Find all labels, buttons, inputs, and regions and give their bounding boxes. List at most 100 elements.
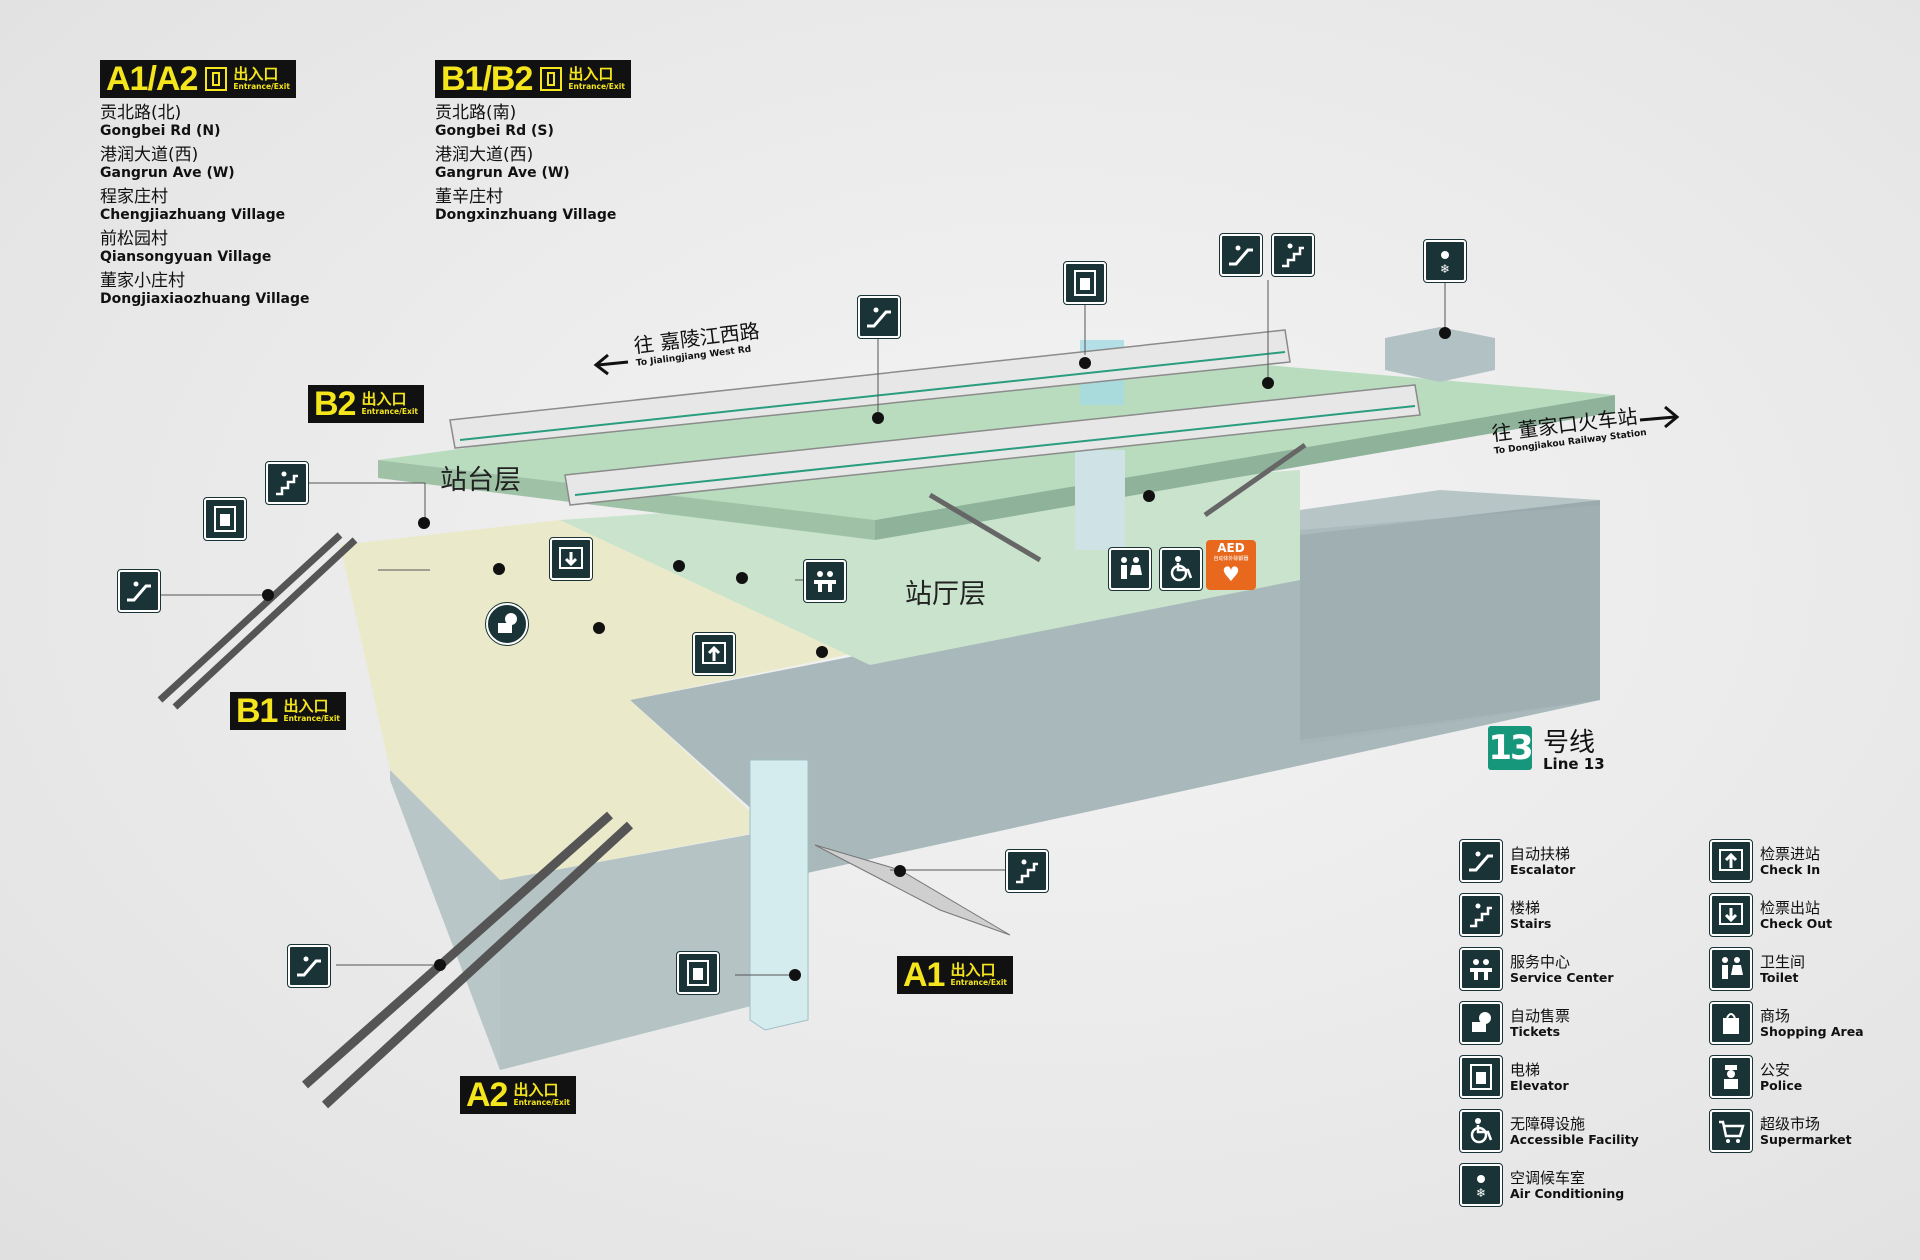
elevator-icon xyxy=(676,951,720,995)
legend-cn: 自动扶梯 xyxy=(1510,844,1571,863)
legend-cn: 检票进站 xyxy=(1760,844,1821,863)
location-dot xyxy=(1439,327,1451,339)
police-icon xyxy=(1709,1055,1753,1099)
legend-en: Tickets xyxy=(1510,1023,1561,1039)
entrance-cn: 出入口 xyxy=(233,65,279,83)
check-out-icon xyxy=(1709,893,1753,937)
concourse-pillar xyxy=(1075,450,1125,550)
legend-en: Check Out xyxy=(1760,915,1833,931)
line-name-cn: 号线 xyxy=(1543,728,1596,758)
destination-item: 港润大道(西)Gangrun Ave (W) xyxy=(100,145,310,181)
escalator-icon xyxy=(117,569,161,613)
legend-en: Air Conditioning xyxy=(1510,1185,1625,1201)
accessible-icon xyxy=(1459,1109,1503,1153)
svg-text:❄: ❄ xyxy=(1440,262,1450,276)
location-dot xyxy=(736,572,748,584)
destination-cn: 程家庄村 xyxy=(100,187,168,207)
a1-elevator-shaft xyxy=(749,759,809,1031)
entrance-code: A1/A2 xyxy=(106,60,198,98)
destination-cn: 港润大道(西) xyxy=(435,145,534,165)
escalator-icon xyxy=(1219,233,1263,277)
entrance-code: A2 xyxy=(466,1076,508,1114)
destinations-a1a2: 贡北路(北)Gongbei Rd (N) 港润大道(西)Gangrun Ave … xyxy=(100,103,310,313)
legend-en: Elevator xyxy=(1510,1077,1569,1093)
check-out-icon xyxy=(549,537,593,581)
location-dot xyxy=(593,622,605,634)
legend-en: Check In xyxy=(1760,861,1821,877)
platform-floor-label: 站台层 xyxy=(440,465,521,496)
escalator-icon xyxy=(857,295,901,339)
direction-arrows xyxy=(593,353,1680,429)
supermarket-icon xyxy=(1709,1109,1753,1153)
stairs-icon xyxy=(1005,849,1049,893)
location-dot xyxy=(673,560,685,572)
location-dot xyxy=(789,969,801,981)
train-lower xyxy=(564,384,1421,506)
escalator-b1 xyxy=(157,532,358,710)
check-in-icon xyxy=(692,632,736,676)
location-dot xyxy=(894,865,906,877)
destination-cn: 前松园村 xyxy=(100,229,168,249)
aed-title: AED xyxy=(1217,541,1245,555)
legend-en: Service Center xyxy=(1510,969,1614,985)
destination-en: Gongbei Rd (N) xyxy=(100,123,221,139)
entrance-code: B2 xyxy=(314,385,356,423)
legend-cn: 检票出站 xyxy=(1760,898,1821,917)
legend-cn: 卫生间 xyxy=(1760,952,1806,971)
shopping-icon xyxy=(1709,1001,1753,1045)
location-dot xyxy=(434,959,446,971)
entrance-cn: 出入口 xyxy=(568,65,614,83)
escalator-icon xyxy=(1459,839,1503,883)
line-name-en: Line 13 xyxy=(1543,755,1605,773)
destination-item: 贡北路(北)Gongbei Rd (N) xyxy=(100,103,310,139)
entrance-en: Entrance/Exit xyxy=(283,714,341,723)
entrance-code: B1/B2 xyxy=(441,60,533,98)
legend-en: Escalator xyxy=(1510,861,1576,877)
right-block xyxy=(1300,505,1600,745)
entrance-cn: 出入口 xyxy=(950,961,996,979)
legend-cn: 服务中心 xyxy=(1510,952,1571,971)
heart-icon: ♥ xyxy=(1222,562,1240,586)
aed-subtitle: 自动体外除颤器 xyxy=(1213,556,1249,562)
destination-en: Gongbei Rd (S) xyxy=(435,123,554,139)
destination-en: Dongjiaxiaozhuang Village xyxy=(100,291,310,307)
tickets-icon xyxy=(1459,1001,1503,1045)
destination-cn: 贡北路(北) xyxy=(100,103,182,123)
entrance-en: Entrance/Exit xyxy=(568,82,625,91)
air-conditioning-icon: ❄ xyxy=(1423,239,1467,283)
legend-en: Stairs xyxy=(1510,915,1552,931)
entrance-door-icon xyxy=(205,67,228,91)
aed-sign: AED 自动体外除颤器 ♥ xyxy=(1206,540,1256,590)
location-dot xyxy=(872,412,884,424)
legend-cn: 电梯 xyxy=(1510,1060,1541,1079)
elevator-icon xyxy=(1459,1055,1503,1099)
destination-cn: 港润大道(西) xyxy=(100,145,199,165)
destinations-b1b2: 贡北路(南)Gongbei Rd (S) 港润大道(西)Gangrun Ave … xyxy=(435,103,616,229)
legend-en: Police xyxy=(1760,1077,1803,1093)
concourse-floor-label: 站厅层 xyxy=(905,579,986,610)
accessible-icon xyxy=(1159,547,1203,591)
platform-slab-front xyxy=(378,460,875,540)
location-dot xyxy=(1262,377,1274,389)
elevator-icon xyxy=(203,497,247,541)
destination-en: Chengjiazhuang Village xyxy=(100,207,286,223)
escalator-icon xyxy=(287,944,331,988)
